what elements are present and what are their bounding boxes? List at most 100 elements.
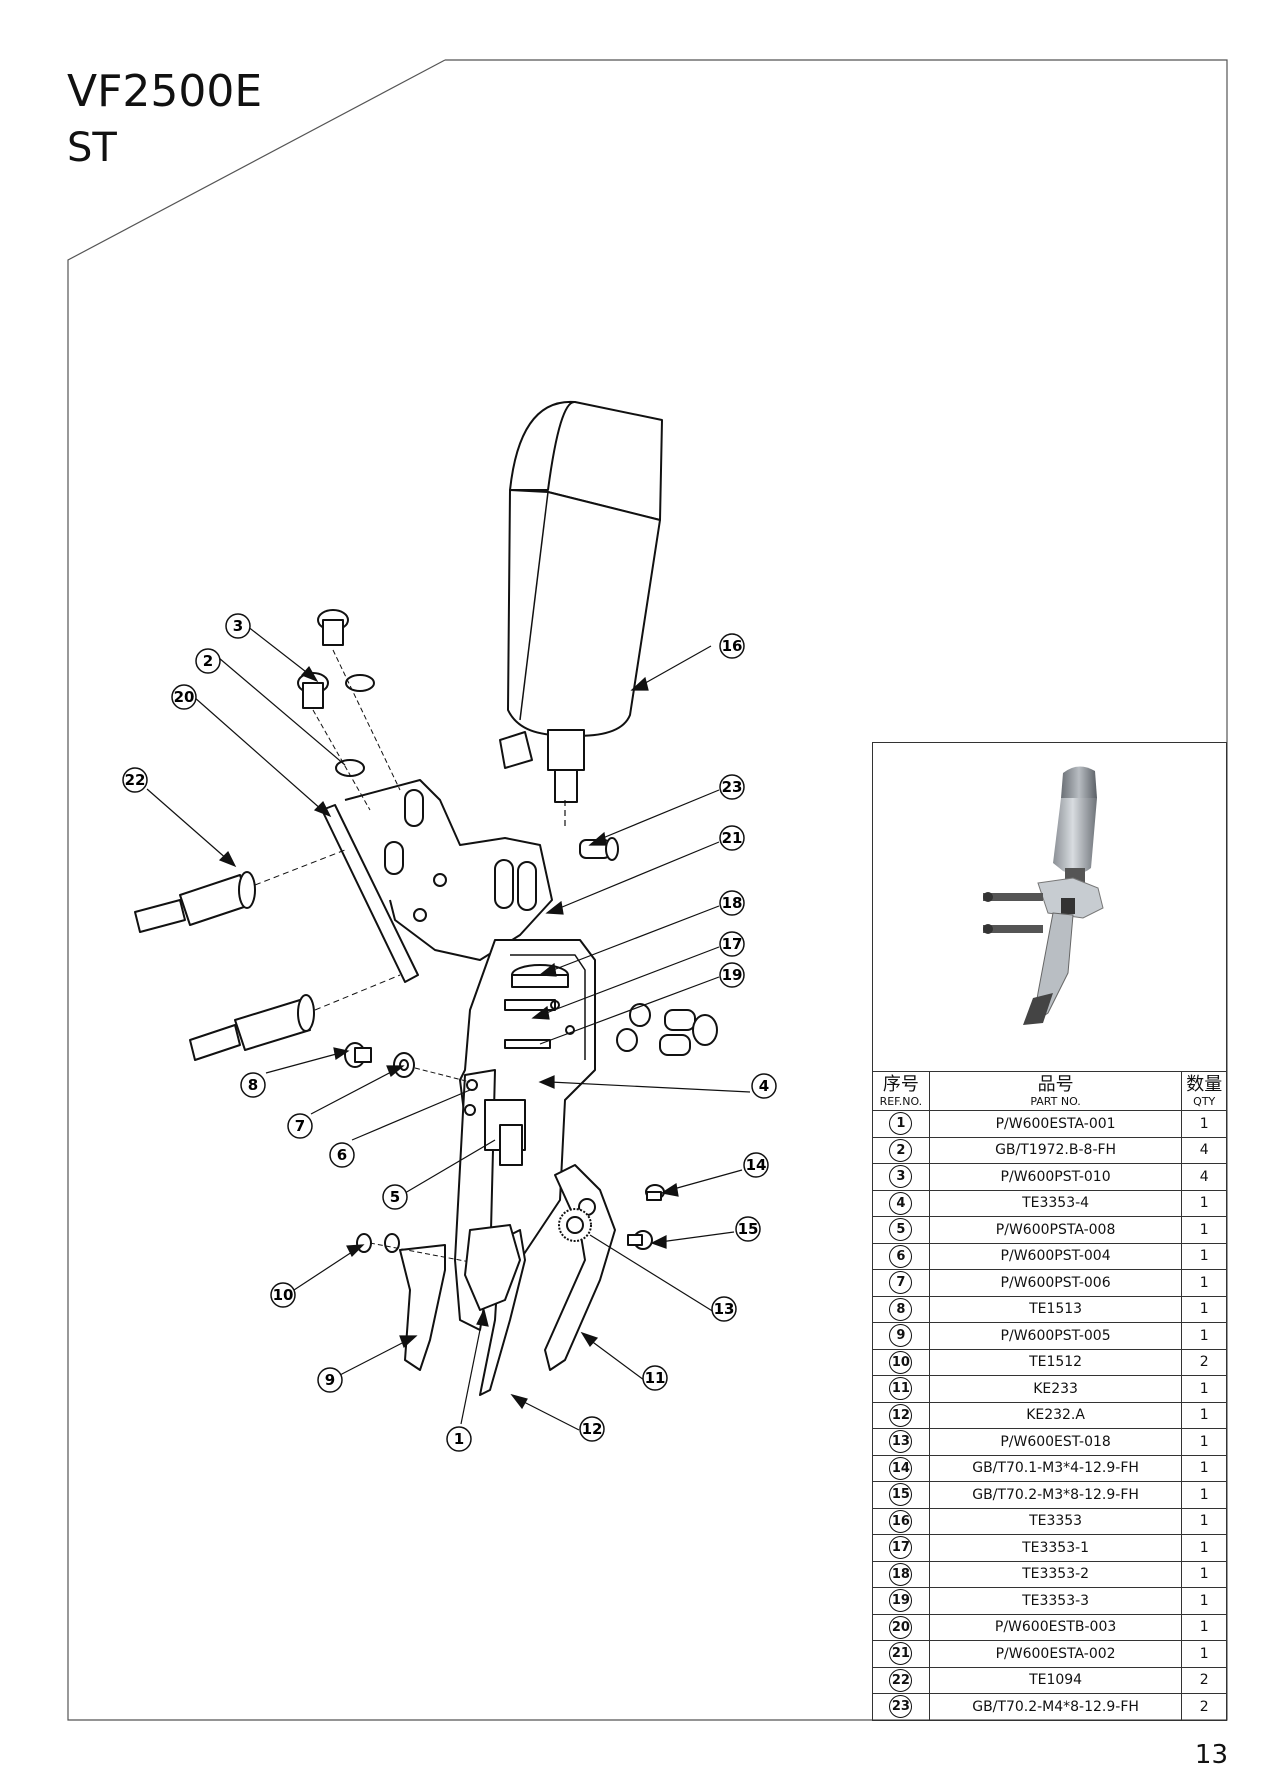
callout-5: 5 [382,1184,408,1210]
callout-19: 19 [719,962,745,988]
callout-1: 1 [446,1426,472,1452]
qty-cell: 1 [1181,1613,1227,1641]
callout-10: 10 [270,1282,296,1308]
callout-21: 21 [719,825,745,851]
callout-11: 11 [642,1365,668,1391]
ref-badge: 1 [889,1112,913,1136]
ref-cell: 8 [872,1295,930,1323]
qty-cell: 1 [1181,1481,1227,1509]
part-cell: TE3353-3 [928,1587,1183,1615]
ref-badge: 5 [889,1218,913,1242]
ref-cell: 1 [872,1110,930,1138]
part-cell: P/W600ESTA-001 [928,1110,1183,1138]
qty-cell: 2 [1181,1666,1227,1694]
cylinder-cap [509,400,576,491]
part-cell: TE3353-4 [928,1189,1183,1217]
part-cell: P/W600PST-004 [928,1242,1183,1270]
qty-cell: 2 [1181,1693,1227,1721]
qty-cell: 2 [1181,1348,1227,1376]
part-cell: TE3353-1 [928,1534,1183,1562]
qty-cell: 1 [1181,1640,1227,1668]
svg-text:15: 15 [738,1220,759,1238]
plate-20 [321,804,419,983]
svg-text:10: 10 [273,1286,294,1304]
qty-cell: 1 [1181,1242,1227,1270]
svg-text:16: 16 [722,637,743,655]
ref-badge: 9 [889,1324,913,1348]
qty-cell: 1 [1181,1534,1227,1562]
qty-cell: 1 [1181,1189,1227,1217]
callout-22: 22 [122,767,148,793]
svg-text:4: 4 [759,1077,769,1095]
ref-badge: 8 [889,1297,913,1321]
ref-cell: 20 [872,1613,930,1641]
jaw-11 [544,1164,616,1371]
svg-text:20: 20 [174,688,195,706]
svg-text:21: 21 [722,829,743,847]
part-cell: TE3353 [928,1507,1183,1535]
qty-cell: 1 [1181,1401,1227,1429]
qty-cell: 1 [1181,1269,1227,1297]
ref-badge: 15 [889,1483,913,1507]
leader-lines [146,625,751,1431]
frame-border [67,59,1228,1721]
callout-15: 15 [735,1216,761,1242]
callout-9: 9 [317,1367,343,1393]
ref-badge: 11 [889,1377,913,1401]
callouts: 16 23 21 18 17 19 4 14 15 13 11 12 1 9 1… [122,613,777,1452]
part-cell: P/W600PSTA-008 [928,1216,1183,1244]
part-cell: P/W600EST-018 [928,1428,1183,1456]
cylinder-body [507,489,661,737]
qty-cell: 1 [1181,1560,1227,1588]
qty-cell: 4 [1181,1163,1227,1191]
callout-8: 8 [240,1072,266,1098]
callout-13: 13 [711,1296,737,1322]
page-subtitle: ST [67,125,117,171]
ref-badge: 2 [889,1138,913,1162]
ref-cell: 23 [872,1693,930,1721]
ref-cell: 21 [872,1640,930,1668]
assembly-render [983,766,1104,1025]
ref-cell: 7 [872,1269,930,1297]
ref-cell: 6 [872,1242,930,1270]
ref-badge: 21 [889,1642,913,1666]
svg-text:23: 23 [722,778,743,796]
cylinder-fitting [499,731,533,769]
svg-text:11: 11 [645,1369,666,1387]
ref-badge: 14 [889,1456,913,1480]
page-title: VF2500E [67,66,263,117]
ref-badge: 17 [889,1536,913,1560]
callout-23: 23 [719,774,745,800]
ref-badge: 16 [889,1509,913,1533]
ref-cell: 4 [872,1189,930,1217]
part-cell: GB/T70.2-M3*8-12.9-FH [928,1481,1183,1509]
ref-badge: 22 [889,1668,913,1692]
ref-badge: 4 [889,1191,913,1215]
svg-text:19: 19 [722,966,743,984]
ref-badge: 12 [889,1403,913,1427]
qty-cell: 1 [1181,1322,1227,1350]
cylinder-neck [547,729,585,771]
callout-20: 20 [171,684,197,710]
part-cell: KE233 [928,1375,1183,1403]
ref-badge: 10 [889,1350,913,1374]
callout-4: 4 [751,1073,777,1099]
svg-text:2: 2 [203,652,213,670]
